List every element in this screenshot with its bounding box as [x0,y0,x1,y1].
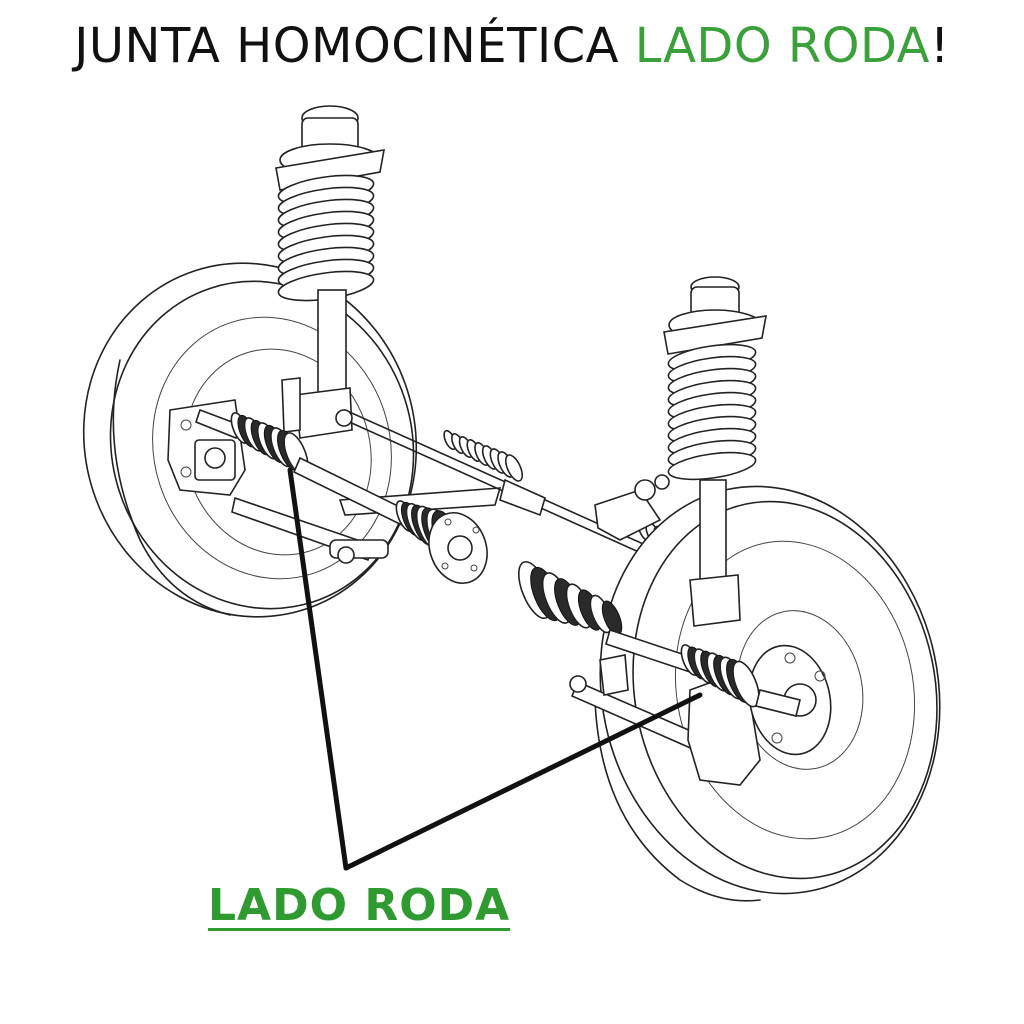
pointer-line-left [287,467,349,871]
title-text: JUNTA HOMOCINÉTICA [74,18,635,74]
pointer-line-right [343,692,703,871]
left-strut [275,105,385,439]
pointer-lines [287,467,703,871]
right-driveshaft [517,560,801,717]
page-title: JUNTA HOMOCINÉTICA LADO RODA! [0,18,1024,74]
title-highlight: LADO RODA [634,18,930,74]
left-driveshaft [195,408,488,584]
title-exclamation: ! [929,18,950,74]
right-strut [663,276,767,627]
callout-label: LADO RODA [208,880,511,931]
